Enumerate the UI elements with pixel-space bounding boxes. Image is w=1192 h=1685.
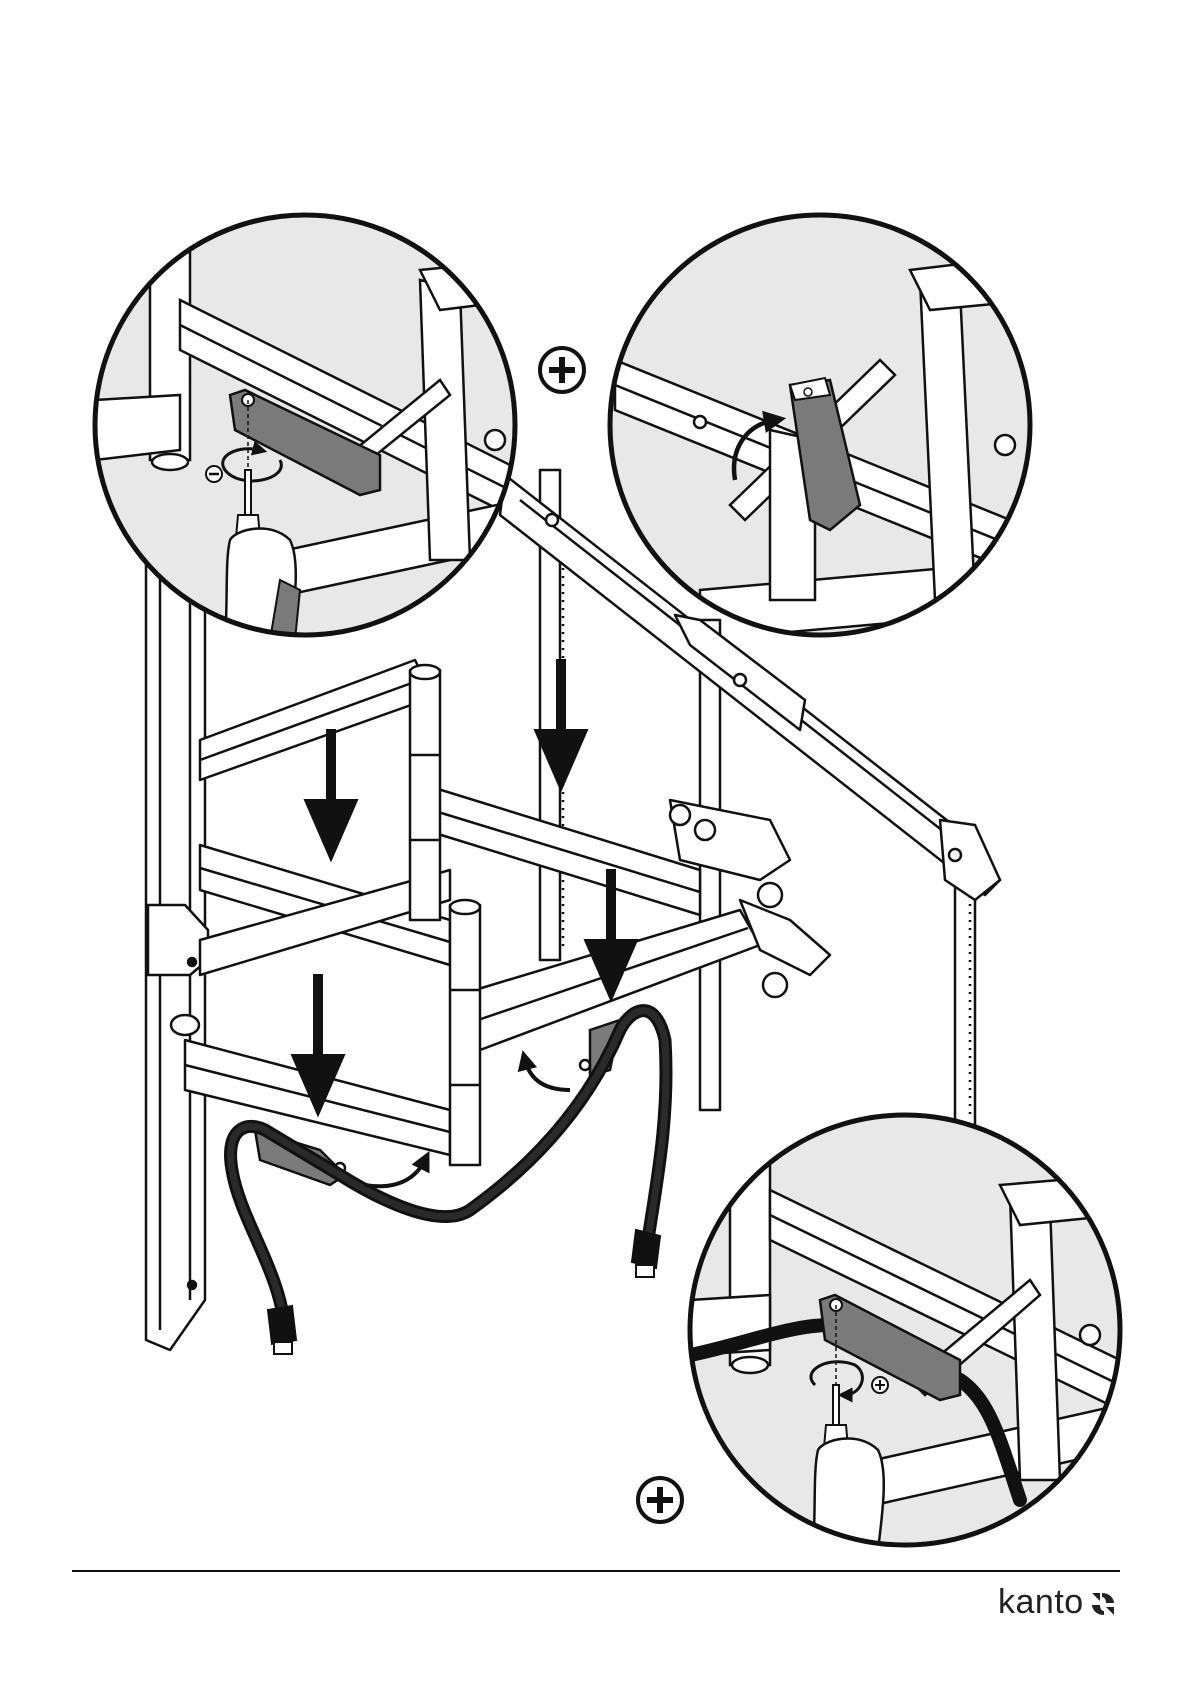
detail-callout-open-clip <box>605 210 1035 640</box>
flathead-screw-symbol <box>206 466 222 482</box>
phillips-screw-symbol <box>872 1377 888 1393</box>
phillips-screw-symbol <box>638 1478 682 1522</box>
kanto-logo-icon <box>1090 1589 1116 1615</box>
detail-callout-tighten-screw <box>690 1115 1120 1550</box>
brand-logo-text: kanto <box>998 1583 1084 1622</box>
footer-divider <box>72 1570 1120 1572</box>
phillips-screw-symbol <box>540 348 584 392</box>
brand-logo: kanto <box>998 1580 1116 1624</box>
hdmi-cable-plug <box>268 1230 660 1354</box>
